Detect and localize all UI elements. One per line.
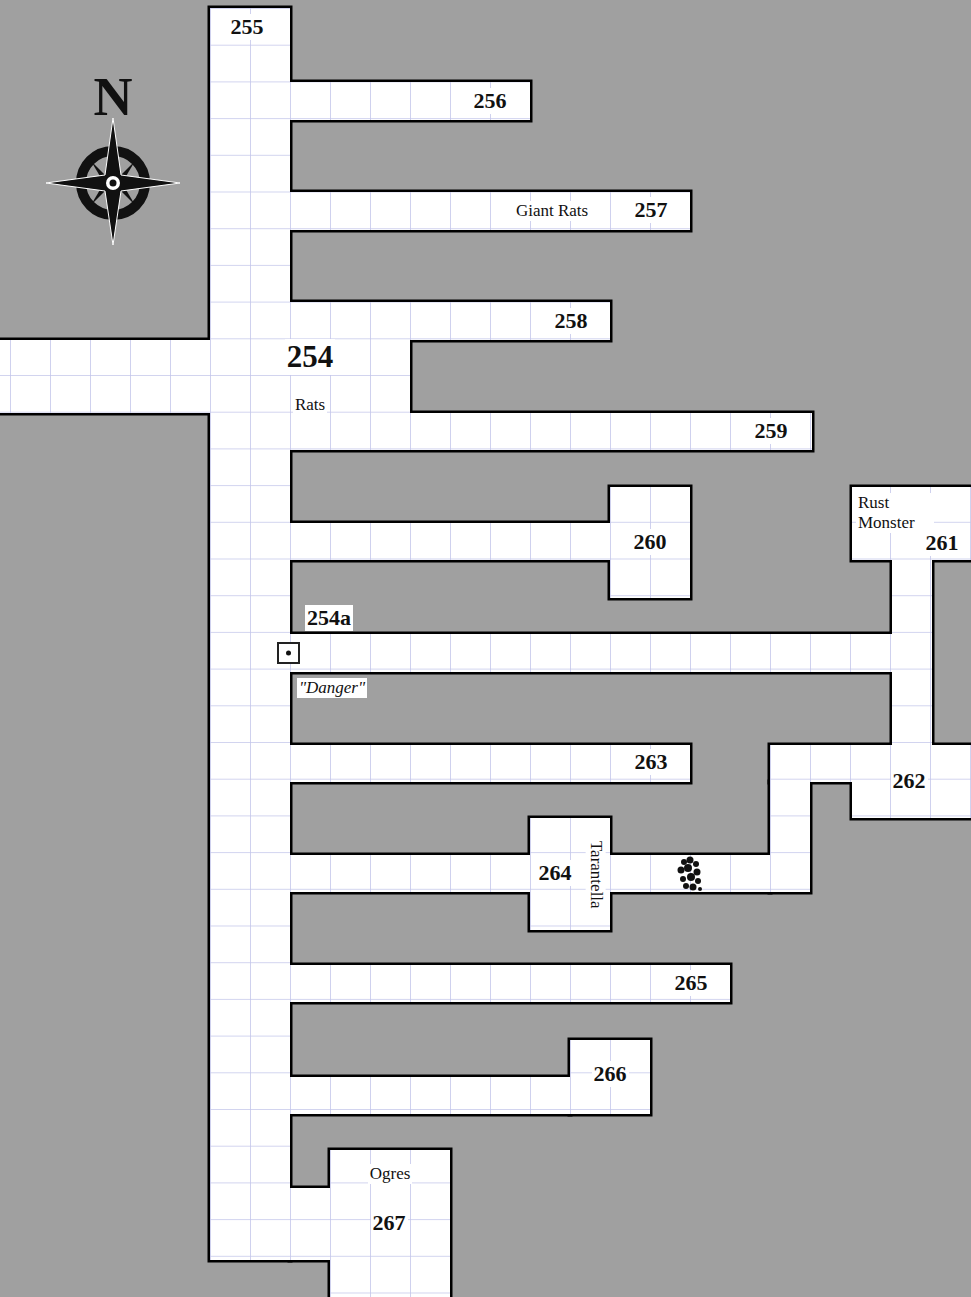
room-number: 264 xyxy=(537,860,574,885)
room-note: Ogres xyxy=(368,1164,413,1184)
compass-rose xyxy=(46,118,180,245)
dungeon-floor xyxy=(0,8,971,1297)
room-number: 267 xyxy=(371,1210,408,1235)
room-number: 263 xyxy=(633,749,670,774)
room-note: Rats xyxy=(293,395,327,415)
room-number: 262 xyxy=(891,768,928,793)
room-number: 256 xyxy=(472,88,509,113)
room-number: 254a xyxy=(305,605,353,630)
room-number: 254 xyxy=(285,339,336,375)
room-number: 260 xyxy=(632,529,669,554)
room-number: 255 xyxy=(229,14,266,39)
room-number: 265 xyxy=(673,970,710,995)
room-note: Rust Monster xyxy=(856,493,934,532)
room-note: "Danger" xyxy=(297,678,367,698)
rubble xyxy=(678,857,703,892)
compass-north: N xyxy=(94,66,133,128)
room-number: 266 xyxy=(592,1061,629,1086)
room-number: 261 xyxy=(924,530,961,555)
dungeon-walls xyxy=(0,8,971,1297)
room-note: Giant Rats xyxy=(514,201,590,221)
room-note: Tarantella xyxy=(586,839,606,911)
secret-door-symbol xyxy=(278,643,299,663)
room-number: 259 xyxy=(753,418,790,443)
room-number: 258 xyxy=(553,308,590,333)
room-number: 257 xyxy=(633,197,670,222)
